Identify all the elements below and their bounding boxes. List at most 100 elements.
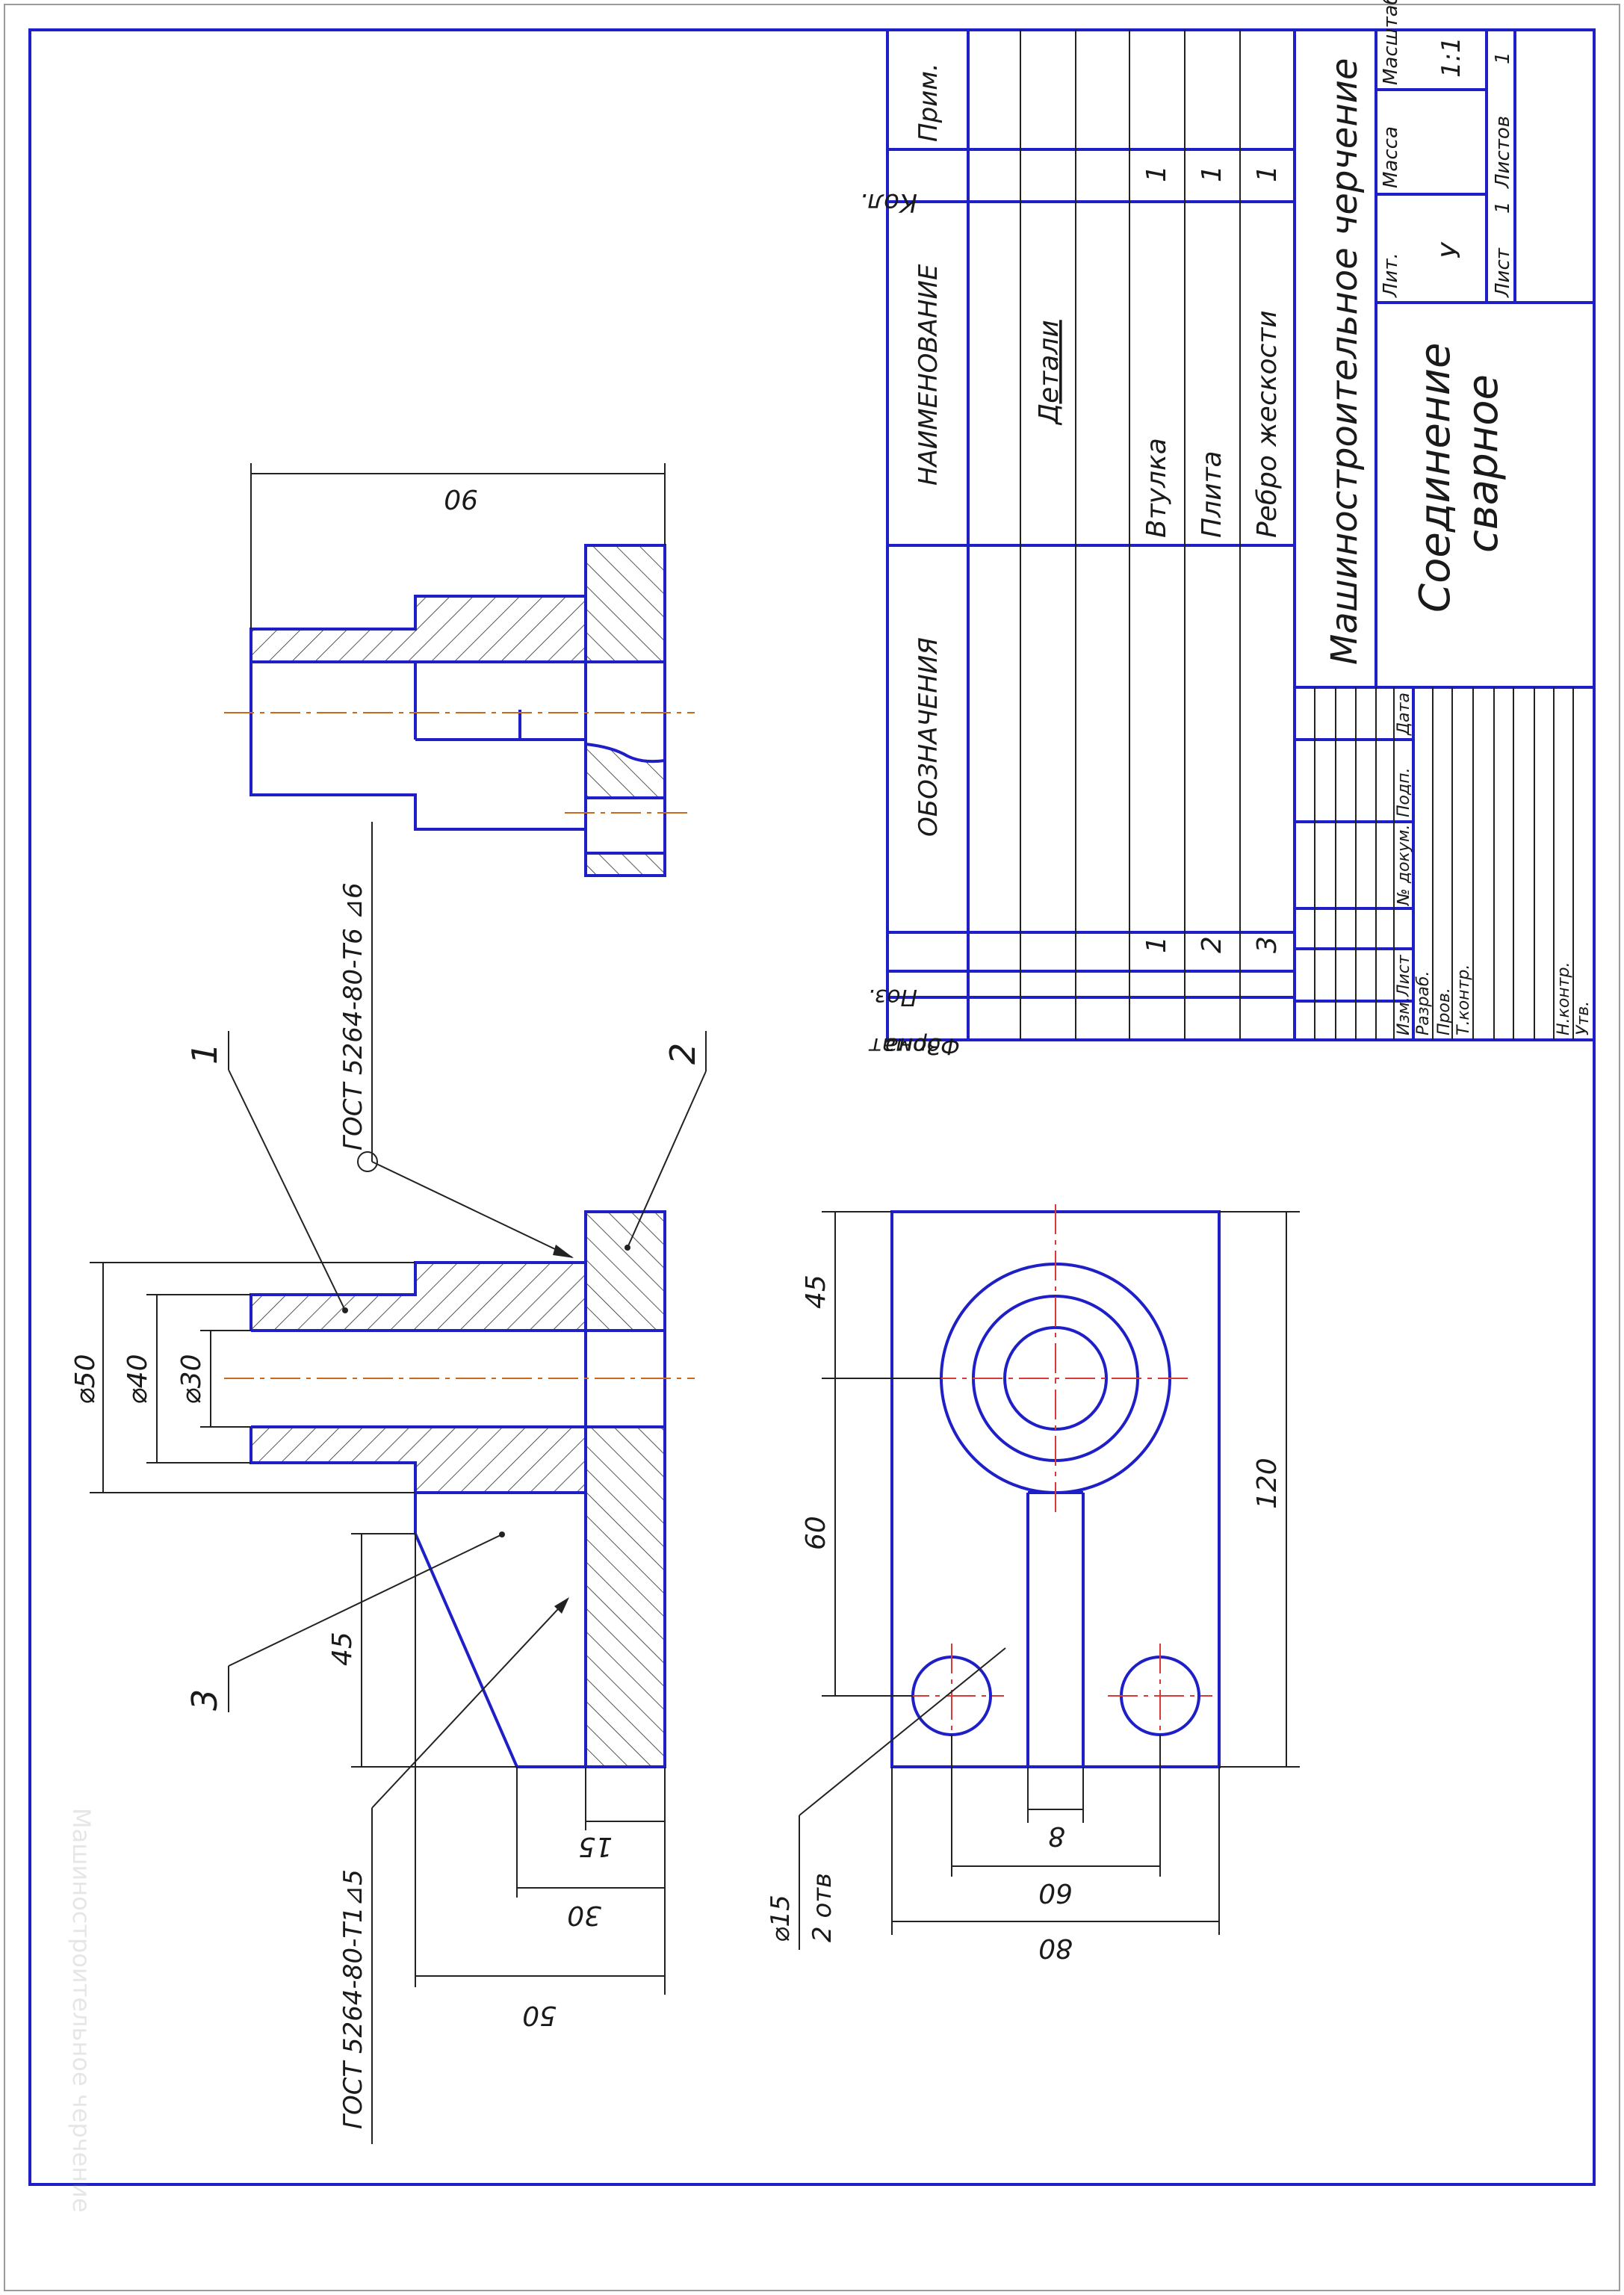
spec-header-format: Формат [868,1032,960,1059]
dim-plan-60: 60 [801,1516,831,1550]
spec-row3-pos: 3 [1252,936,1283,953]
hole-leader [799,1647,1006,1816]
weld-bottom-leader [371,1598,568,1809]
spec-row3-qty: 1 [1252,165,1283,182]
bushing-collar-right [415,1463,586,1493]
watermark-group: Машиностроительное черчение [67,1808,96,2213]
hole-count-label: 2 отв [808,1873,837,1942]
outer-sheet-border [4,4,1620,2291]
watermark-text: Машиностроительное черчение [67,1808,96,2213]
side-breakout-hatch [586,744,665,798]
dim-plan-45: 45 [801,1275,831,1309]
spec-header-pos: Поз. [868,984,917,1010]
bushing-outline-left [250,1261,586,1331]
drawing-frame [28,28,1596,2186]
weld-bottom-arrow [554,1597,569,1614]
spec-row1-pos: 1 [1141,936,1172,953]
weld-note-bottom: ГОСТ 5264-80-Т1⊿5 [338,1869,368,2129]
bushing-wall-right [251,1427,586,1463]
dim-50: 50 [522,2000,557,2031]
title-role-approve: Утв. [1574,1001,1593,1035]
spec-header-designation: ОБОЗНАЧЕНИЯ [914,637,943,837]
spec-header-name: НАИМЕНОВАНИЕ [914,264,943,486]
dim-d30: ⌀30 [176,1354,207,1404]
leader-2-label: 2 [663,1043,703,1065]
spec-row3-name: Ребро жескости [1252,310,1283,538]
plate-lower [586,1427,665,1767]
spec-row2-qty: 1 [1197,165,1227,182]
title-scale-value: 1:1 [1437,37,1466,78]
dim-45: 45 [327,1632,358,1666]
title-sheet-label: Лист [1492,247,1514,298]
side-plate-top [586,545,665,662]
plate-upper [586,1212,665,1331]
side-plate-outline [584,544,666,877]
plate-outline [584,1210,666,1768]
leader-3-label: 3 [185,1689,225,1711]
leader-2 [627,1071,707,1248]
spec-frame [886,28,1296,1041]
dim-plan-60b: 60 [1038,1877,1073,1908]
spec-header-zone: Зона [884,1032,941,1059]
title-sheets-value: 1 [1492,52,1514,64]
rib-outline [414,1493,586,1768]
leader-1 [228,1069,346,1311]
weld-all-around-circle [357,1151,378,1172]
title-lit-label: Лит. [1380,253,1402,298]
weld-top-leader [371,1161,573,1258]
bushing-collar-left [415,1263,586,1295]
leader-1-dot [342,1307,348,1313]
leader-2-dot [625,1245,630,1251]
title-frame [1293,28,1596,1041]
title-subject: Машиностроительное черчение [1324,58,1366,665]
title-name-line1: Соединение [1411,343,1460,613]
title-col-date: Дата [1395,693,1413,736]
spec-section-title: Детали [1034,320,1064,426]
title-col-sign: Подп. [1395,767,1413,817]
spec-header-note: Прим. [914,63,943,142]
specification-table: Формат Зона Поз. ОБОЗНАЧЕНИЯ НАИМЕНОВАНИ… [860,28,1296,1059]
title-col-list: Лист [1395,954,1413,997]
dim-d40: ⌀40 [123,1354,153,1404]
title-role-dev: Разраб. [1414,971,1433,1035]
spec-row2-pos: 2 [1197,936,1227,953]
title-role-tcontrol: Т.контр. [1454,964,1473,1035]
weld-top-arrow [553,1245,574,1258]
front-section-view: ⌀50 ⌀40 ⌀30 45 15 30 50 [70,822,707,2144]
bushing-outline-right [250,1427,586,1494]
title-col-izm: Изм. [1395,997,1413,1035]
dim-15: 15 [578,1831,613,1862]
title-name-line2: сварное [1459,374,1507,553]
leader-3-dot [499,1531,505,1537]
title-sheets-label: Листов [1492,116,1514,189]
plan-view: 45 60 120 8 60 80 ⌀15 2 отв [766,1204,1300,1963]
dim-30: 30 [567,1900,601,1930]
title-lit-value: У [1437,241,1466,258]
hole-diameter-label: ⌀15 [766,1895,796,1942]
leader-3 [228,1534,503,1667]
title-mass-label: Масса [1380,126,1402,188]
spec-row2-name: Плита [1197,450,1227,538]
title-role-ncontrol: Н.контр. [1555,962,1573,1035]
side-plate-bottom [586,853,665,876]
title-block: Машиностроительное черчение Соединение с… [1293,0,1596,1041]
title-scale-label: Масштаб [1380,0,1402,85]
spec-header-qty: Кол. [860,188,917,217]
bushing-wall-left [251,1295,586,1331]
dim-plan-8: 8 [1048,1821,1065,1851]
side-break-curve [585,743,666,764]
side-bushing-wall [251,629,586,662]
spec-row1-name: Втулка [1141,438,1172,538]
dim-d50: ⌀50 [70,1354,101,1404]
weld-note-top: ГОСТ 5264-80-Т6 ⊿6 [338,882,368,1150]
dim-plan-80: 80 [1038,1933,1073,1963]
dim-90: 90 [444,483,478,514]
title-col-doc: № докум. [1395,825,1413,906]
leader-1-label: 1 [185,1043,225,1065]
side-view: 90 [224,463,695,877]
dim-plan-120: 120 [1252,1458,1283,1509]
title-role-check: Пров. [1435,988,1454,1035]
spec-row1-qty: 1 [1141,165,1172,182]
side-bushing-collar [415,596,586,629]
